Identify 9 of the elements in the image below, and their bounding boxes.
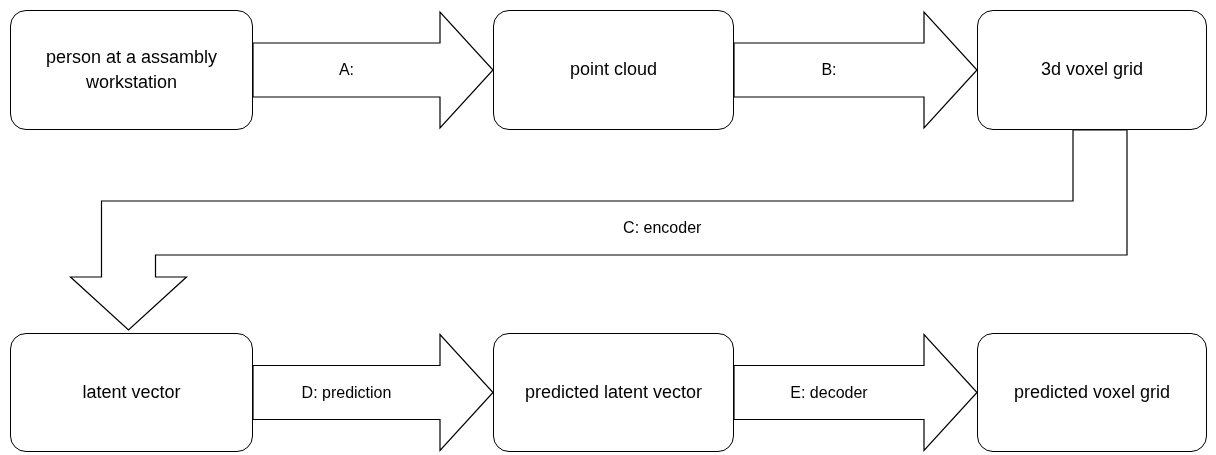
- process-box: latent vector: [10, 333, 253, 452]
- block-arrow: [733, 10, 978, 130]
- block-arrow: [252, 10, 494, 130]
- process-box: person at a assambly workstation: [10, 10, 253, 130]
- process-box: predicted voxel grid: [977, 333, 1207, 452]
- process-box: predicted latent vector: [493, 333, 734, 452]
- block-arrow: [68, 129, 1128, 331]
- process-box: 3d voxel grid: [977, 10, 1207, 130]
- process-box: point cloud: [493, 10, 734, 130]
